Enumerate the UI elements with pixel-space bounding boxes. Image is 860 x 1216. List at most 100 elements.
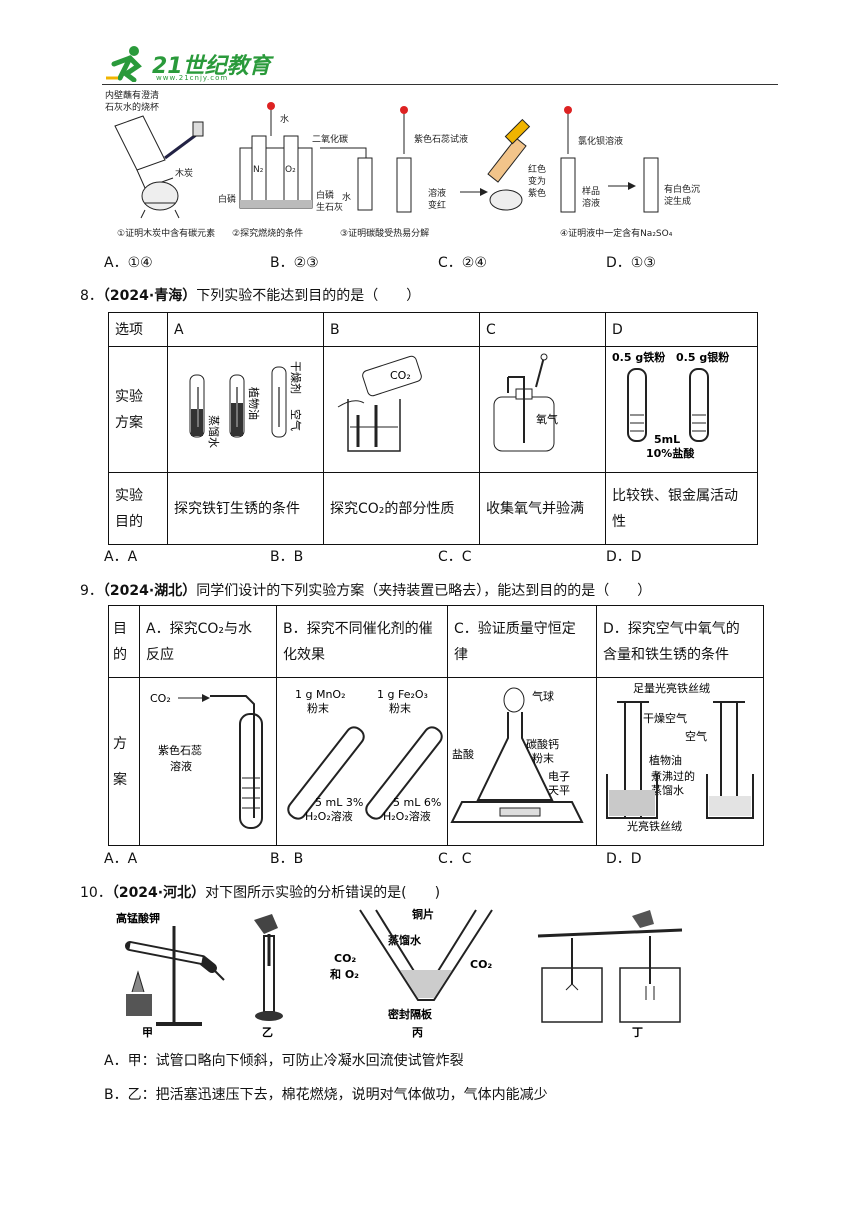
- q8-figA-cell: 蒸馏水 植物油 干燥剂 空气: [167, 346, 324, 473]
- q9-figB-cell: 1 g MnO₂ 粉末 1 g Fe₂O₃ 粉末 5 mL 3% H₂O₂溶液 …: [276, 677, 448, 846]
- q9-text: 同学们设计的下列实验方案（夹持装置已略去），能达到目的的是（ ）: [196, 583, 652, 599]
- q8-figD-acid2: 10%盐酸: [646, 446, 695, 460]
- q10-fig-jia: 甲: [142, 1026, 153, 1039]
- q9-option-d[interactable]: D．D: [606, 851, 642, 867]
- q9-figB-h2: 5 mL 6%: [393, 796, 441, 809]
- q9-source: （2024·湖北）: [102, 583, 197, 599]
- q9-option-a[interactable]: A．A: [104, 851, 138, 867]
- q7-f3-caption: ③证明碳酸受热易分解: [340, 227, 429, 239]
- q10-co2: CO₂: [470, 958, 492, 971]
- q8-option-a[interactable]: A．A: [104, 549, 138, 565]
- q10-fig-bing: 铜片 蒸馏水 CO₂ 和 O₂ CO₂ 密封隔板 丙: [330, 907, 493, 1039]
- q7-fig3: 二氧化碳 水 紫色石蕊试液 溶液 变红 红色 变为 紫色 ③证明碳酸受热易分解: [312, 106, 546, 239]
- q9-option-c[interactable]: C．C: [438, 851, 472, 867]
- q8-option-c[interactable]: C．C: [438, 549, 472, 565]
- q8-figD: 0.5 g铁粉 0.5 g银粉 5mL 10%盐酸: [612, 350, 729, 460]
- q8-figC-cell: 氧气: [479, 346, 606, 473]
- q10-fig-yi: 乙: [262, 1026, 273, 1039]
- q10-figures: 高锰酸钾 甲 乙 铜片 蒸馏水 CO₂ 和 O₂ CO₂ 密封隔板 丙: [116, 907, 683, 1039]
- q8-number: 8．: [80, 288, 103, 304]
- q8-h0: 选项: [108, 312, 168, 347]
- q10-text: 对下图所示实验的分析错误的是( ): [205, 885, 441, 901]
- q8-figD-ag: 0.5 g银粉: [676, 350, 729, 364]
- q7-f2-water: 水: [280, 113, 289, 125]
- q9-purpose-a: A．探究CO₂与水反应: [139, 605, 277, 678]
- q7-f4-caption: ④证明液中一定含有Na₂SO₄: [560, 227, 673, 239]
- q7-f3-water: 水: [342, 191, 351, 203]
- q7-option-a[interactable]: A．①④: [104, 255, 153, 271]
- q7-f4-ppt: 有白色沉: [664, 183, 700, 195]
- q7-f3-red5: 紫色: [528, 187, 546, 199]
- q9-figD-air: 空气: [685, 729, 707, 743]
- q8-figD-cell: 0.5 g铁粉 0.5 g银粉 5mL 10%盐酸: [605, 346, 758, 473]
- q7-f2-o2: O₂: [285, 165, 296, 175]
- q7-f2-lime: 生石灰: [316, 201, 343, 213]
- q9-figB-mno2b: 粉末: [307, 701, 329, 715]
- logo-text: 21世纪教育: [152, 54, 271, 79]
- q9-option-b[interactable]: B．B: [270, 851, 304, 867]
- q8-figB-co2: CO₂: [390, 369, 411, 382]
- q8-text: 下列实验不能达到目的的是（ ）: [196, 288, 421, 304]
- q8-option-b[interactable]: B．B: [270, 549, 304, 565]
- q9-purpose-d: D．探究空气中氧气的含量和铁生锈的条件: [596, 605, 764, 678]
- q8-figA-water: 蒸馏水: [207, 415, 221, 448]
- q8-h2: B: [323, 312, 480, 347]
- q7-option-c[interactable]: C．②④: [438, 255, 487, 271]
- logo-url: www.21cnjy.com: [156, 74, 229, 82]
- q7-fig1: 内壁蘸有澄清 石灰水的烧杯 木炭 ①证明木炭中含有碳元素: [105, 89, 215, 239]
- q8-figB-cell: CO₂: [323, 346, 480, 473]
- q9-figD-boiled2: 蒸馏水: [651, 783, 684, 797]
- q8-figC-o2: 氧气: [536, 412, 558, 426]
- q8-purpose-d: 比较铁、银金属活动性: [605, 472, 758, 545]
- header-logo: 21世纪教育 www.21cnjy.com: [104, 44, 274, 84]
- q7-figures: 内壁蘸有澄清 石灰水的烧杯 木炭 ①证明木炭中含有碳元素 水 N₂ O₂ 白磷 …: [105, 89, 700, 239]
- q10-number: 10．: [80, 885, 112, 901]
- q9-figC-hcl: 盐酸: [452, 747, 474, 761]
- q10-seal: 密封隔板: [388, 1007, 433, 1021]
- q9-figD-wool2: 光亮铁丝绒: [627, 819, 682, 833]
- q10-fig-jia: 高锰酸钾 甲: [116, 911, 225, 1039]
- q9-figB: 1 g MnO₂ 粉末 1 g Fe₂O₃ 粉末 5 mL 3% H₂O₂溶液 …: [287, 688, 443, 823]
- q9-figA-co2: CO₂: [150, 692, 171, 705]
- q10-option-a[interactable]: A．甲：试管口略向下倾斜，可防止冷凝水回流使试管炸裂: [104, 1053, 464, 1069]
- q9-figC-cell: 气球 盐酸 碳酸钙 粉末 电子 天平: [447, 677, 597, 846]
- header-divider: [102, 84, 778, 85]
- q10-co2o2: CO₂: [334, 952, 356, 965]
- q9-purpose-c: C．验证质量守恒定律: [447, 605, 597, 678]
- q8-figD-fe: 0.5 g铁粉: [612, 350, 665, 364]
- q7-f3-litmus: 紫色石蕊试液: [414, 133, 468, 145]
- q10-fig-yi: 乙: [254, 914, 283, 1039]
- q9-figB-h1: 5 mL 3%: [315, 796, 363, 809]
- q9-figD-boiled: 煮沸过的: [651, 769, 695, 783]
- q8-option-d[interactable]: D．D: [606, 549, 642, 565]
- q10-option-b[interactable]: B．乙：把活塞迅速压下去，棉花燃烧，说明对气体做功，气体内能减少: [104, 1087, 548, 1103]
- q10-fig-ding: 丁: [632, 1026, 643, 1039]
- q8-h4: D: [605, 312, 758, 347]
- q8-figC: 氧气: [493, 353, 558, 452]
- q9-number: 9．: [80, 583, 103, 599]
- q9-figD-wool: 足量光亮铁丝绒: [633, 681, 710, 695]
- q8-row3-label: 实验目的: [108, 472, 168, 545]
- q9-row1-label: 目的: [108, 605, 140, 678]
- q9-figC-balloon: 气球: [532, 689, 554, 703]
- q10-stem: 10．（2024·河北）对下图所示实验的分析错误的是( ): [80, 882, 440, 902]
- q8-figA-air: 空气: [289, 409, 303, 431]
- q10-water: 蒸馏水: [388, 933, 422, 947]
- q9-purpose-b: B．探究不同催化剂的催化效果: [276, 605, 448, 678]
- q7-f3-co2: 二氧化碳: [312, 133, 348, 145]
- q7-f2-bailin1: 白磷: [218, 193, 236, 205]
- q9-figC-caco3: 碳酸钙: [526, 737, 559, 751]
- q7-option-b[interactable]: B．②③: [270, 255, 319, 271]
- q10-fig-bing: 丙: [412, 1026, 423, 1039]
- q7-f3-red2: 变红: [428, 199, 446, 211]
- q8-h3: C: [479, 312, 606, 347]
- q7-option-d[interactable]: D．①③: [606, 255, 656, 271]
- q7-f2-caption: ②探究燃烧的条件: [232, 227, 303, 239]
- q9-figD-oil: 植物油: [649, 753, 682, 767]
- q10-source: （2024·河北）: [111, 885, 206, 901]
- q8-figD-acid: 5mL: [654, 433, 680, 446]
- q8-figA: 蒸馏水 植物油 干燥剂 空气: [189, 361, 303, 448]
- q7-f3-red: 溶液: [428, 187, 446, 199]
- q7-f4-bacl2: 氯化钡溶液: [578, 135, 623, 147]
- q7-f4-sample: 样品: [582, 185, 600, 197]
